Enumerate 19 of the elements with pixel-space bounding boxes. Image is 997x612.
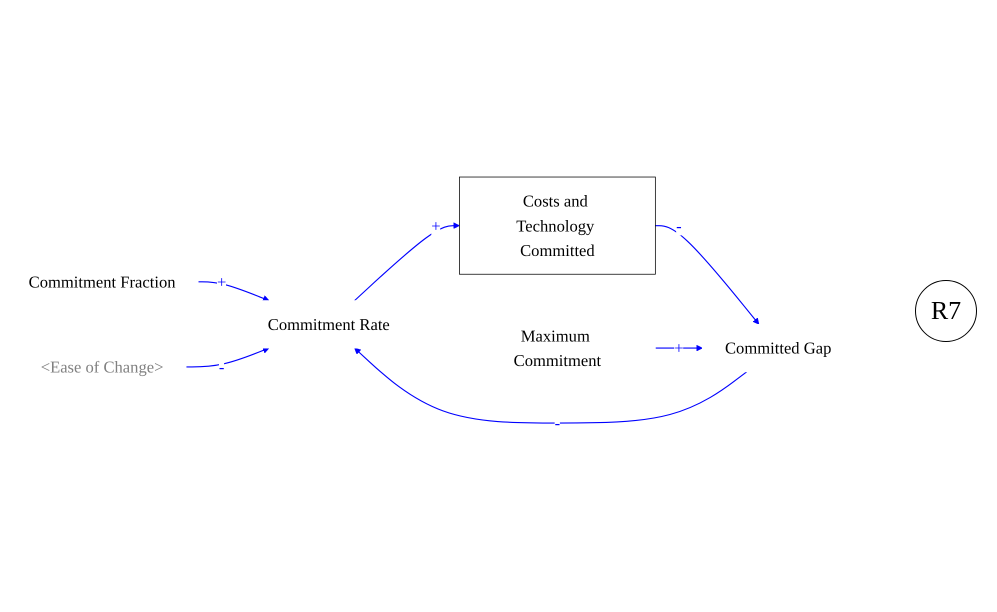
node-box xyxy=(459,176,656,274)
edge-label: + xyxy=(674,338,684,358)
node-text: Commitment Rate xyxy=(268,314,390,334)
edge-label: - xyxy=(676,216,682,235)
arrow xyxy=(354,222,460,301)
node-text: Committed Gap xyxy=(725,338,832,358)
edge-label: + xyxy=(216,272,226,291)
node-text: <Ease of Change> xyxy=(40,357,164,376)
edge-label: + xyxy=(431,216,441,235)
edge-label: - xyxy=(554,413,560,432)
causal-loop-diagram: + - + - - + Commitment Fraction <Ease of Change> Commitment Rate Costs and Technology Committed Committed Gap Maximum Commitment xyxy=(0,170,860,442)
edge-label: - xyxy=(218,357,224,376)
node-text: Maximum Commitment xyxy=(514,326,602,370)
node-text: Commitment Fraction xyxy=(28,272,176,291)
arrow xyxy=(186,346,270,368)
loop-label: R7 xyxy=(915,280,977,342)
arrow xyxy=(655,224,760,324)
arrow xyxy=(198,280,270,302)
arrow xyxy=(354,348,748,424)
